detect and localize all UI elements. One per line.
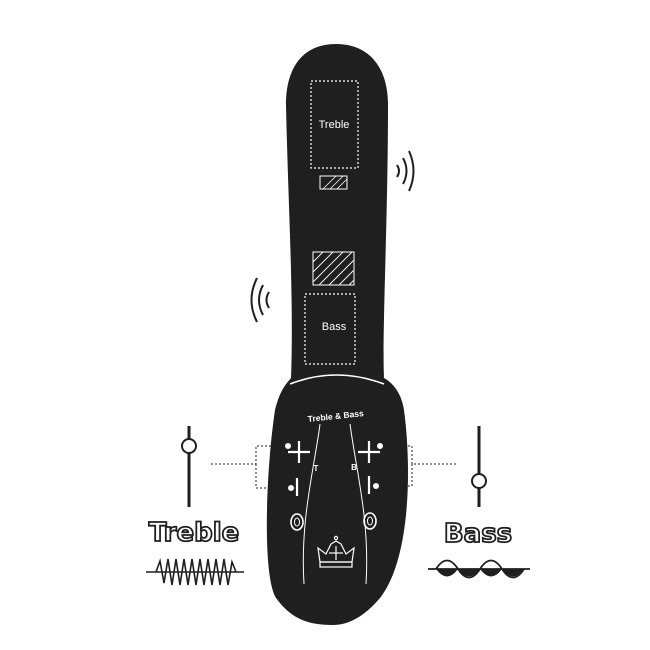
smooth-wave-fill xyxy=(436,569,524,577)
bass-zone xyxy=(304,293,356,365)
treble-zone xyxy=(310,80,359,169)
bass-vibration-icon xyxy=(250,277,270,323)
device-body xyxy=(266,44,409,625)
treble-button-letter: T xyxy=(314,464,319,473)
treble-zone-label: Treble xyxy=(319,119,350,131)
bass-motor xyxy=(312,251,355,286)
jagged-wave-icon xyxy=(146,557,244,586)
crown-icon xyxy=(317,535,355,568)
bass-title: Bass xyxy=(444,519,512,549)
bass-zone-label: Bass xyxy=(322,321,347,333)
handle-curve-left xyxy=(302,423,321,585)
treble-connector xyxy=(211,445,291,489)
connector-dots xyxy=(284,442,384,492)
handle-divider xyxy=(289,374,385,385)
bass-connector xyxy=(376,445,456,487)
treble-plus-button[interactable] xyxy=(288,441,310,463)
bass-slider[interactable] xyxy=(471,426,487,507)
bass-plus-button[interactable] xyxy=(358,441,380,463)
bass-button-letter: B xyxy=(351,463,357,472)
treble-vibration-icon xyxy=(396,150,415,192)
treble-mode-button[interactable] xyxy=(290,513,304,531)
treble-slider-knob[interactable] xyxy=(181,438,197,454)
treble-title: Treble xyxy=(149,518,240,548)
treble-slider[interactable] xyxy=(181,426,197,507)
bass-slider-knob[interactable] xyxy=(471,473,487,489)
handle-curve-right xyxy=(349,423,368,585)
bass-mode-button[interactable] xyxy=(363,512,377,530)
